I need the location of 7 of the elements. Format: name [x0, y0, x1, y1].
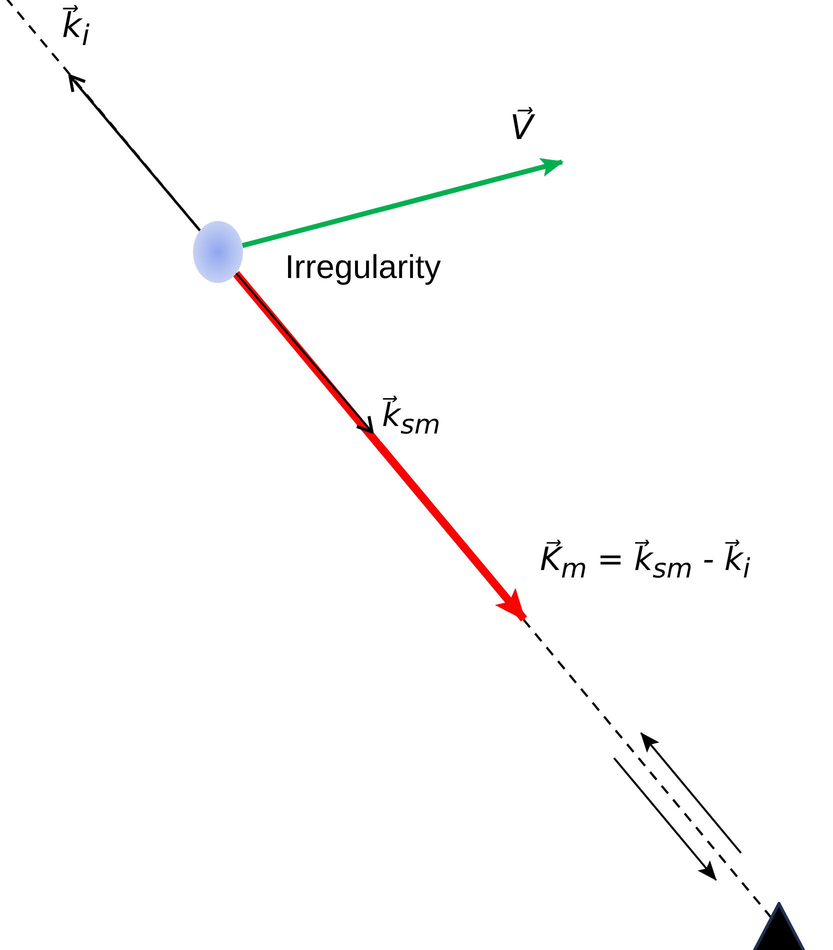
- triangle-marker: [752, 902, 806, 950]
- node-caption: Irregularity: [285, 248, 441, 286]
- arrow: [232, 271, 528, 622]
- arrow: [235, 272, 374, 434]
- arrow: [242, 158, 564, 248]
- scatterer-ellipse: [193, 221, 243, 283]
- arrow: [68, 74, 201, 232]
